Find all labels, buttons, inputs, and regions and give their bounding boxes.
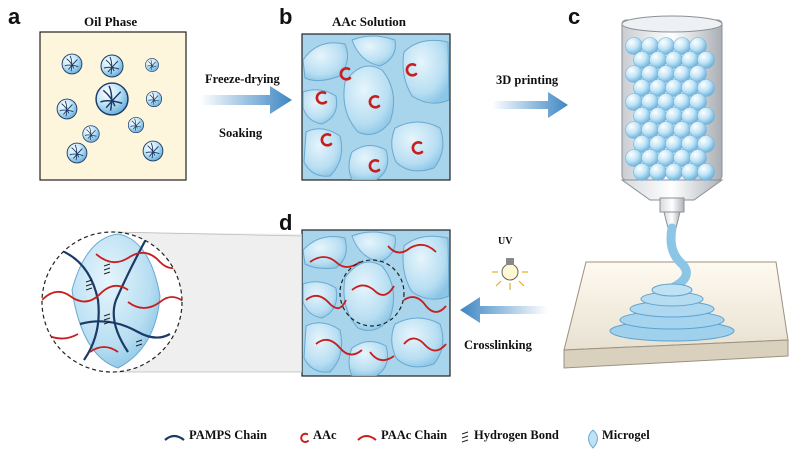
aac-solution-title: AAc Solution bbox=[332, 14, 407, 29]
panel-c-letter: c bbox=[568, 4, 581, 29]
uv-label: UV bbox=[498, 236, 513, 247]
printed-filament bbox=[609, 223, 735, 342]
uv-lamp-icon bbox=[492, 258, 528, 290]
microgel-bead bbox=[689, 149, 707, 167]
arrow-b-to-c bbox=[492, 92, 568, 118]
legend-hbond: Hydrogen Bond bbox=[474, 428, 559, 442]
oil-phase-title: Oil Phase bbox=[84, 14, 138, 29]
microgel-bead bbox=[681, 163, 699, 181]
legend-microgel: Microgel bbox=[602, 428, 650, 442]
microgel-beads bbox=[625, 37, 715, 181]
microgel-bead bbox=[665, 163, 683, 181]
freeze-drying-label: Freeze-drying bbox=[205, 72, 280, 86]
legend-pamps-icon bbox=[164, 434, 185, 441]
legend-aac: AAc bbox=[313, 428, 337, 442]
microgel-bead bbox=[689, 121, 707, 139]
legend: PAMPS Chain AAc PAAc Chain Hydrogen Bond… bbox=[0, 424, 800, 448]
microgel-bead bbox=[697, 79, 715, 97]
legend-paac-icon bbox=[357, 435, 377, 441]
legend-paac: PAAc Chain bbox=[381, 428, 448, 442]
panel-b-letter: b bbox=[279, 4, 293, 29]
legend-microgel-icon bbox=[588, 429, 598, 449]
microgel-bead bbox=[697, 51, 715, 69]
panel-d-letter: d bbox=[279, 210, 293, 235]
microgel-bead bbox=[697, 135, 715, 153]
soaking-label: Soaking bbox=[219, 126, 263, 140]
microgel-bead bbox=[649, 163, 667, 181]
crosslinked-box bbox=[301, 229, 451, 377]
magnified-view bbox=[41, 231, 183, 373]
panel-a-letter: a bbox=[8, 4, 21, 29]
microgel-bead bbox=[689, 37, 707, 55]
arrow-a-to-b bbox=[200, 86, 292, 114]
legend-pamps: PAMPS Chain bbox=[189, 428, 267, 442]
printing-label: 3D printing bbox=[496, 73, 559, 87]
microgel-bead bbox=[697, 163, 715, 181]
arrow-c-to-d bbox=[460, 297, 548, 323]
crosslinking-label: Crosslinking bbox=[464, 338, 532, 352]
microgel-bead bbox=[633, 163, 651, 181]
microgel-bead bbox=[697, 107, 715, 125]
microgel-bead bbox=[689, 93, 707, 111]
microgel-bead bbox=[689, 65, 707, 83]
legend-hbond-icon bbox=[461, 431, 469, 443]
legend-glyphs bbox=[164, 429, 598, 449]
